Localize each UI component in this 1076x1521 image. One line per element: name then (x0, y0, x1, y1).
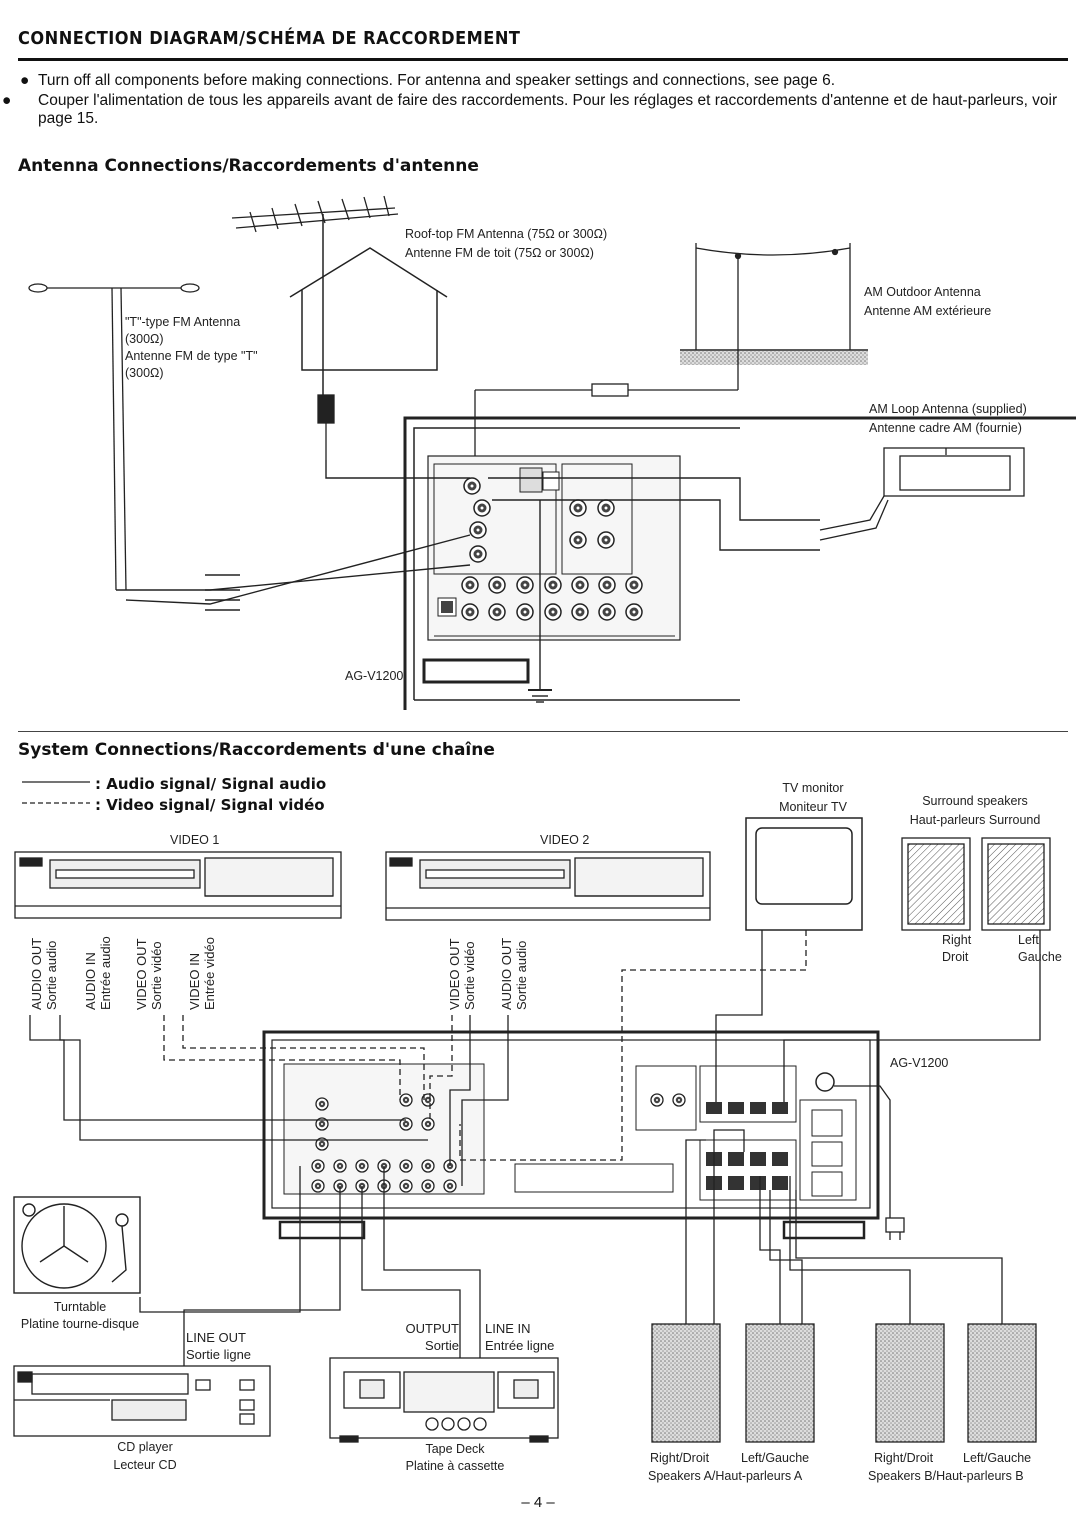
speakers-a-left: Left/Gauche (741, 1451, 810, 1465)
speakers-a-right: Right/Droit (650, 1451, 710, 1465)
speakers-b-right: Right/Droit (874, 1451, 934, 1465)
receiver-rear (262, 1030, 880, 1240)
t-type-antenna (28, 283, 200, 591)
fm-plug-75 (317, 394, 335, 460)
section-divider (18, 731, 1068, 732)
legend-video: : Video signal/ Signal vidéo (95, 796, 325, 814)
top-wiring (116, 460, 820, 703)
tape-deck (329, 1357, 559, 1443)
unit-label-top: AG-V1200 (345, 669, 404, 683)
am-loop-label: AM Loop Antenna (supplied)Antenne cadre … (869, 402, 1027, 435)
rooftop-fm-label: Roof-top FM Antenna (75Ω or 300Ω)Antenne… (405, 227, 608, 260)
legend-audio: : Audio signal/ Signal audio (95, 775, 327, 793)
top-jacks (437, 467, 643, 621)
speakers-b-left: Left/Gauche (963, 1451, 1032, 1465)
audio-wires (29, 930, 1041, 1366)
t-type-fm-label: "T"-type FM Antenna(300Ω)Antenne FM de t… (125, 315, 258, 380)
rooftop-fm-antenna (231, 195, 399, 395)
vcr-video1 (14, 851, 342, 919)
page-number: – 4 – (521, 1494, 555, 1511)
turntable (13, 1196, 141, 1294)
antenna-section-title: Antenna Connections/Raccordements d'ante… (18, 156, 479, 176)
bullet-1: ●Turn off all components before making c… (20, 72, 836, 89)
vcr-video2 (385, 851, 711, 921)
am-outdoor-antenna (474, 243, 868, 462)
front-speakers (651, 1323, 1037, 1443)
speakers-b-label: Speakers B/Haut-parleurs B (868, 1469, 1024, 1483)
surround-speakers (901, 837, 1051, 931)
cd-player (13, 1365, 271, 1437)
tv-monitor (745, 817, 863, 931)
system-section-title: System Connections/Raccordements d'une c… (18, 740, 495, 760)
title-rule (18, 58, 1068, 61)
page-title: CONNECTION DIAGRAM/SCHÉMA DE RACCORDEMEN… (18, 28, 521, 49)
unit-label-bottom: AG-V1200 (890, 1056, 949, 1070)
video2-label: VIDEO 2 (540, 833, 590, 847)
house-outline (289, 247, 448, 371)
bullet-2: ●Couper l'alimentation de tous les appar… (2, 92, 1058, 127)
rear-jacks (311, 1093, 843, 1197)
video1-label: VIDEO 1 (170, 833, 220, 847)
speakers-a-label: Speakers A/Haut-parleurs A (648, 1469, 803, 1483)
video-wires (163, 930, 807, 1161)
am-loop-antenna (819, 447, 1025, 541)
